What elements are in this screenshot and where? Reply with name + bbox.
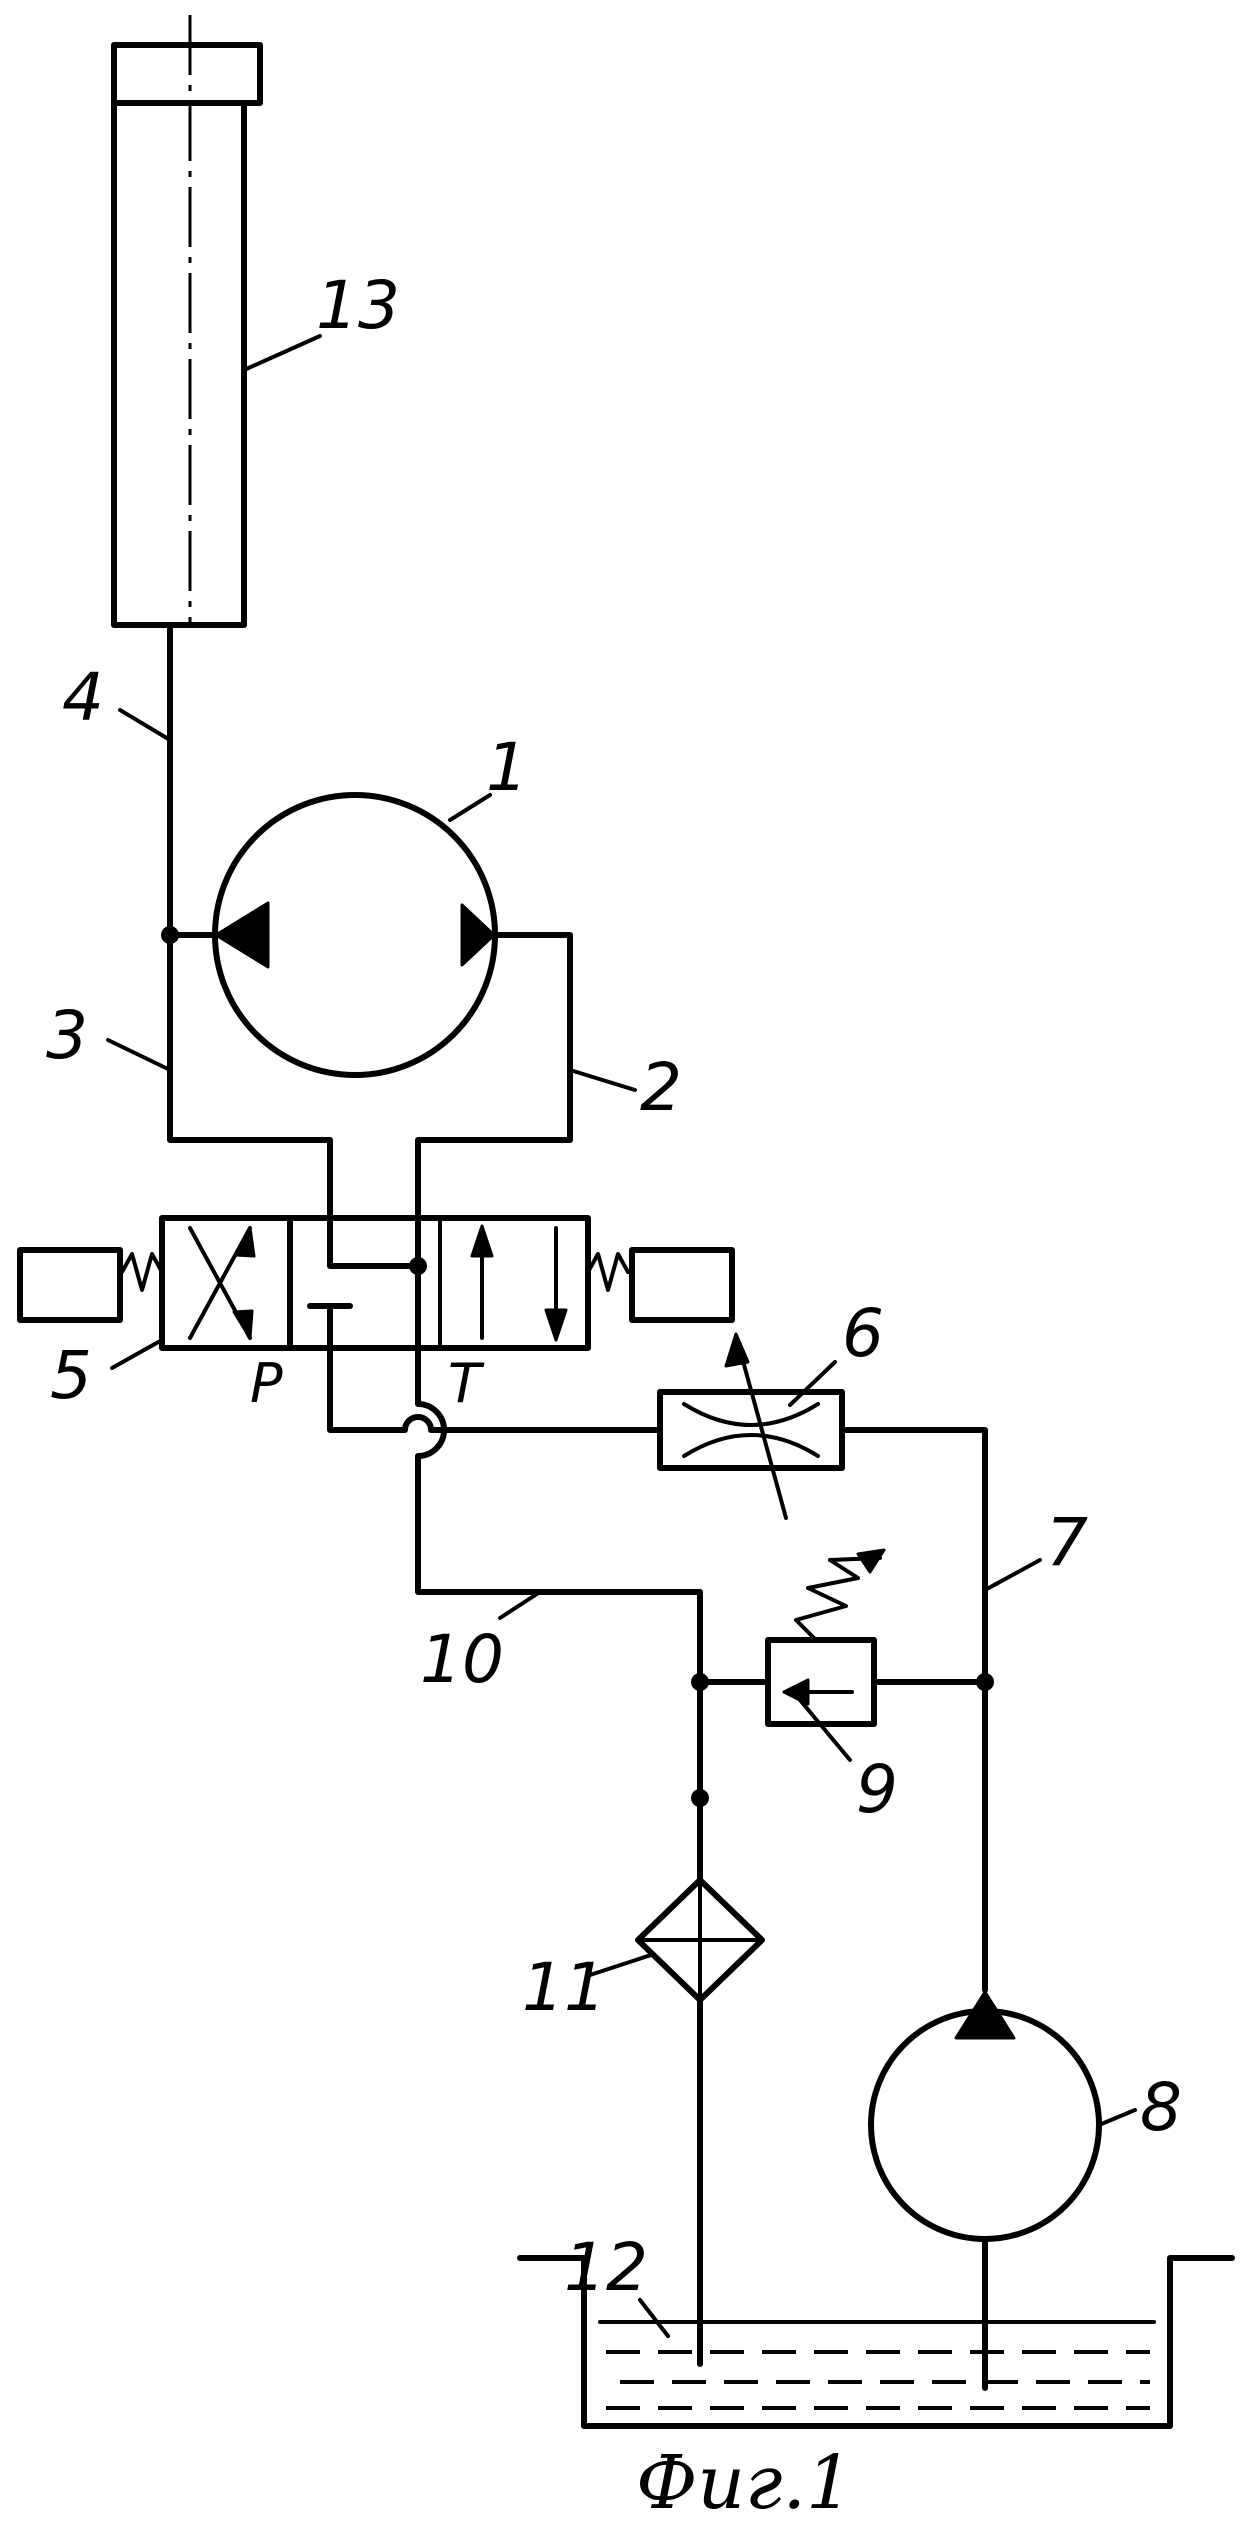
port-t-label: T <box>448 1352 485 1415</box>
motor-outlet-triangle <box>462 905 494 965</box>
label-3: 3 <box>46 997 88 1074</box>
line-2 <box>418 935 570 1218</box>
label-5: 5 <box>50 1337 92 1414</box>
junction-dot <box>976 1673 994 1691</box>
figure-caption: Фиг.1 <box>636 2440 853 2525</box>
label-12: 12 <box>564 2229 648 2306</box>
label-10: 10 <box>420 1621 504 1698</box>
hydraulic-cylinder <box>114 15 260 625</box>
pump <box>871 1992 1099 2239</box>
label-7: 7 <box>1046 1504 1088 1581</box>
adjustable-throttle <box>660 1334 842 1518</box>
pressure-line <box>330 1348 660 1430</box>
directional-valve <box>20 1218 732 1348</box>
relief-valve <box>768 1550 884 1724</box>
label-13: 13 <box>316 267 400 344</box>
junction-dot <box>691 1789 709 1807</box>
label-8: 8 <box>1140 2069 1182 2146</box>
label-9: 9 <box>856 1751 898 1828</box>
junction-dot <box>161 926 179 944</box>
line-3 <box>170 935 330 1218</box>
motor-inlet-triangle <box>216 903 268 967</box>
label-4: 4 <box>62 659 104 736</box>
label-6: 6 <box>842 1295 884 1372</box>
line-7 <box>842 1430 985 1990</box>
port-p-label: P <box>250 1352 283 1415</box>
filter <box>638 1880 762 2000</box>
hydraulic-motor <box>215 795 495 1075</box>
label-11: 11 <box>522 1949 606 2026</box>
label-1: 1 <box>486 729 528 806</box>
label-2: 2 <box>640 1049 682 1126</box>
